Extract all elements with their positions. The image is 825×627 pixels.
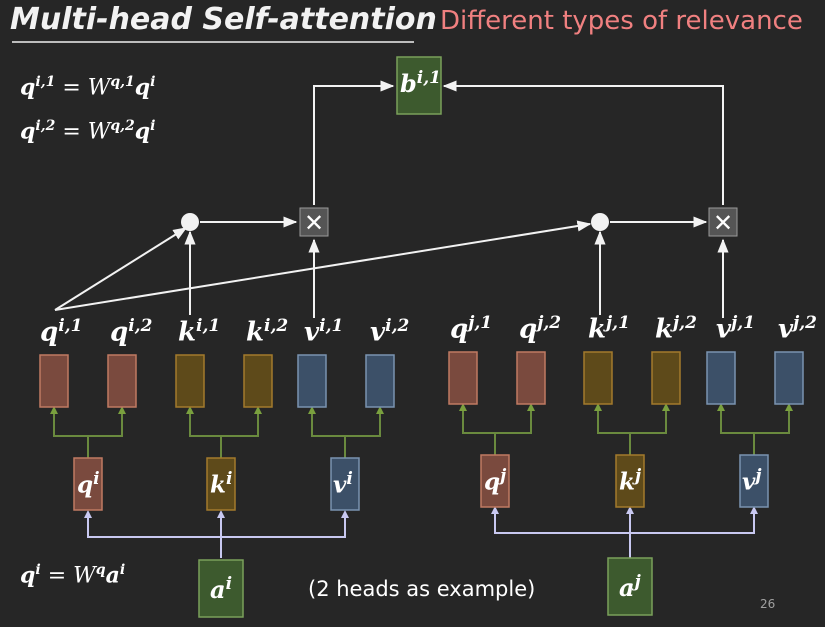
heads-j-boxes bbox=[448, 351, 804, 405]
proj-label-v-i: vi bbox=[333, 469, 353, 499]
slide-title: Multi-head Self-attention bbox=[10, 2, 437, 37]
multiply-node-i: ✕ bbox=[299, 207, 329, 237]
proj-label-k-i: ki bbox=[210, 469, 233, 499]
equation-q-i-1: qi,1 = Wq,1qi bbox=[20, 74, 156, 101]
slide-subtitle: Different types of relevance bbox=[440, 6, 803, 36]
dot-product-node-j bbox=[591, 213, 609, 231]
head-label-q-j-2: qj,2 bbox=[519, 313, 562, 345]
proj-label-q-j: qj bbox=[484, 466, 507, 496]
head-box-v-j-1 bbox=[706, 351, 736, 405]
head-box-v-i-2 bbox=[365, 354, 395, 408]
head-label-q-j-1: qj,1 bbox=[450, 313, 493, 345]
output-b-label: bi,1 bbox=[400, 68, 441, 98]
split-arrows bbox=[53, 409, 790, 458]
title-underline bbox=[12, 41, 414, 43]
head-box-q-j-1 bbox=[448, 351, 478, 405]
head-label-v-j-1: vj,1 bbox=[716, 313, 756, 345]
proj-label-v-j: vj bbox=[742, 466, 762, 496]
head-box-q-j-2 bbox=[516, 351, 546, 405]
head-label-k-i-2: ki,2 bbox=[246, 316, 289, 348]
svg-text:✕: ✕ bbox=[713, 209, 733, 237]
proj-box-q-j bbox=[480, 454, 510, 508]
split-arrowheads bbox=[50, 403, 793, 414]
attention-connections bbox=[54, 80, 729, 318]
proj-box-v-j bbox=[739, 454, 769, 508]
proj-label-q-i: qi bbox=[77, 469, 100, 499]
input-a-i-box bbox=[198, 559, 244, 618]
input-a-j-box bbox=[607, 557, 653, 616]
head-box-v-j-2 bbox=[774, 351, 804, 405]
head-box-k-i-2 bbox=[243, 354, 273, 408]
input-label-a-i: ai bbox=[210, 574, 233, 604]
equation-q-i-2: qi,2 = Wq,2qi bbox=[20, 118, 156, 145]
dot-product-node-i bbox=[181, 213, 199, 231]
head-box-k-j-1 bbox=[583, 351, 613, 405]
proj-box-q-i bbox=[73, 457, 103, 511]
head-label-k-j-1: kj,1 bbox=[588, 313, 630, 345]
proj-box-v-i bbox=[330, 457, 360, 511]
head-label-q-i-2: qi,2 bbox=[110, 316, 153, 348]
proj-box-k-i bbox=[206, 457, 236, 511]
head-label-v-i-2: vi,2 bbox=[370, 316, 410, 348]
proj-box-k-j bbox=[615, 454, 645, 508]
head-box-v-i-1 bbox=[297, 354, 327, 408]
output-b-box bbox=[396, 56, 442, 115]
projection-boxes bbox=[73, 454, 769, 511]
head-box-k-i-1 bbox=[175, 354, 205, 408]
input-arrows bbox=[87, 512, 755, 558]
head-box-q-i-1 bbox=[39, 354, 69, 408]
multiply-node-j: ✕ bbox=[708, 207, 738, 237]
head-label-v-j-2: vj,2 bbox=[778, 313, 818, 345]
head-label-k-j-2: kj,2 bbox=[655, 313, 697, 345]
heads-note: (2 heads as example) bbox=[308, 577, 536, 601]
head-label-q-i-1: qi,1 bbox=[40, 316, 83, 348]
head-label-v-i-1: vi,1 bbox=[304, 316, 344, 348]
head-label-k-i-1: ki,1 bbox=[178, 316, 221, 348]
svg-text:✕: ✕ bbox=[304, 209, 324, 237]
input-label-a-j: aj bbox=[619, 572, 641, 602]
heads-i-boxes bbox=[39, 354, 395, 408]
equation-q-i: qi = Wqai bbox=[20, 562, 126, 589]
head-box-k-j-2 bbox=[651, 351, 681, 405]
input-arrowheads bbox=[84, 506, 758, 518]
page-number: 26 bbox=[760, 597, 776, 611]
proj-label-k-j: kj bbox=[619, 466, 642, 496]
head-box-q-i-2 bbox=[107, 354, 137, 408]
